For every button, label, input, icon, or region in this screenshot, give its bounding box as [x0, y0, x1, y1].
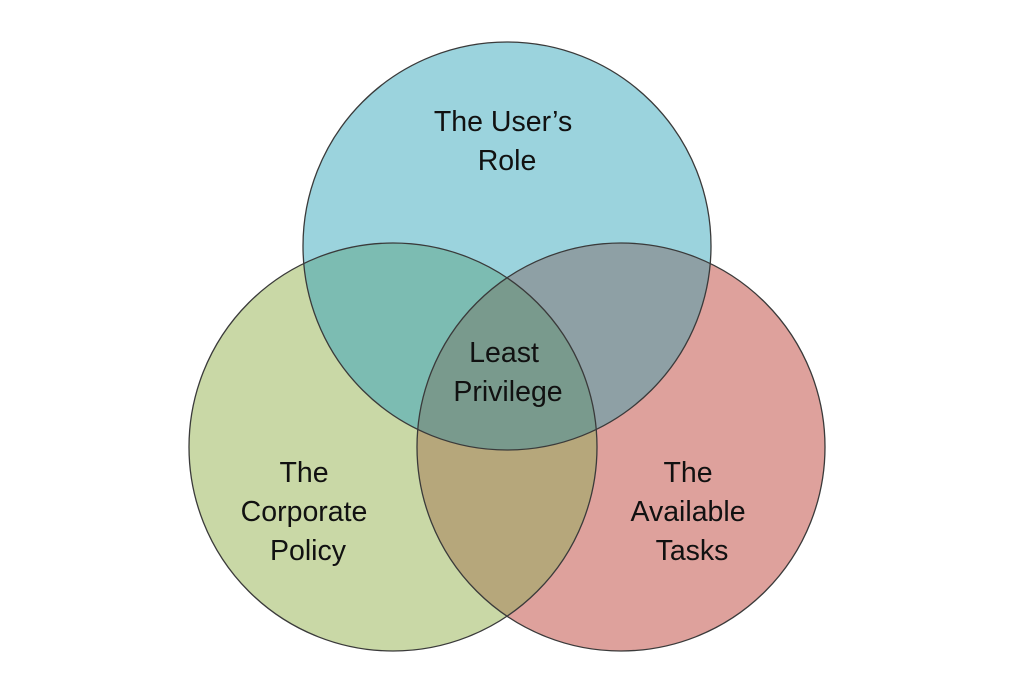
available-tasks-label-line: The	[663, 457, 712, 489]
least-privilege-overlap	[417, 243, 597, 450]
corporate-policy-label-line: Policy	[270, 535, 347, 567]
users-role-label-line: The User’s	[434, 106, 572, 138]
available-tasks-label-line: Available	[630, 496, 745, 528]
least-privilege-label-line: Least	[469, 337, 539, 369]
users-role-label-line: Role	[478, 145, 537, 177]
available-tasks-label-line: Tasks	[656, 535, 729, 567]
available-tasks-label: The Available Tasks	[630, 457, 753, 567]
available-tasks-outline	[416, 242, 826, 652]
users-role-label: The User’s Role	[434, 106, 580, 177]
corporate-policy-label-line: Corporate	[241, 496, 368, 528]
corporate-policy-label-line: The	[279, 457, 328, 489]
corporate-policy-label: The Corporate Policy	[241, 457, 376, 567]
users-role-outline	[302, 41, 712, 451]
least-privilege-label: Least Privilege	[453, 337, 562, 408]
least-privilege-label-line: Privilege	[453, 376, 562, 408]
corporate-policy-outline	[188, 242, 598, 652]
